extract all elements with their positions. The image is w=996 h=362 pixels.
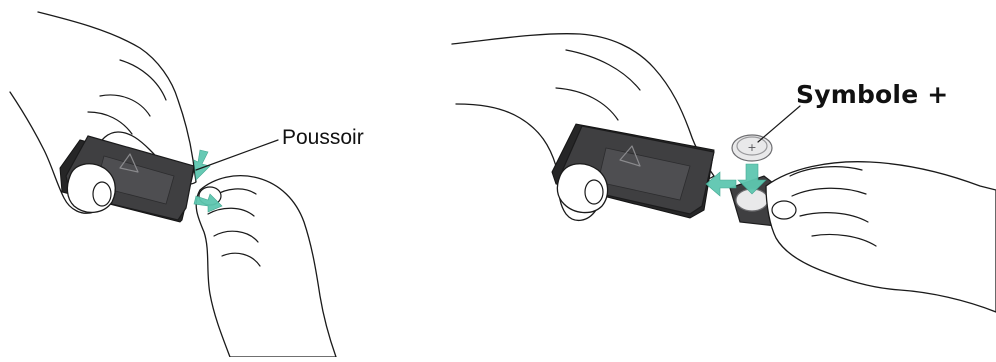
pusher-callout-line <box>196 140 278 170</box>
plus-symbol-callout-line <box>758 106 800 142</box>
left-scene <box>10 12 336 357</box>
right-scene <box>452 34 996 312</box>
pusher-label: Poussoir <box>282 126 364 150</box>
right-lower-hand <box>766 162 996 312</box>
right-thumbnail <box>585 180 603 204</box>
right-thumbnail-lower <box>772 201 796 219</box>
coin-battery <box>732 135 772 161</box>
left-press-down-arrow <box>194 150 210 180</box>
plus-symbol-label: Symbole + <box>796 80 948 109</box>
left-thumbnail <box>93 182 111 206</box>
